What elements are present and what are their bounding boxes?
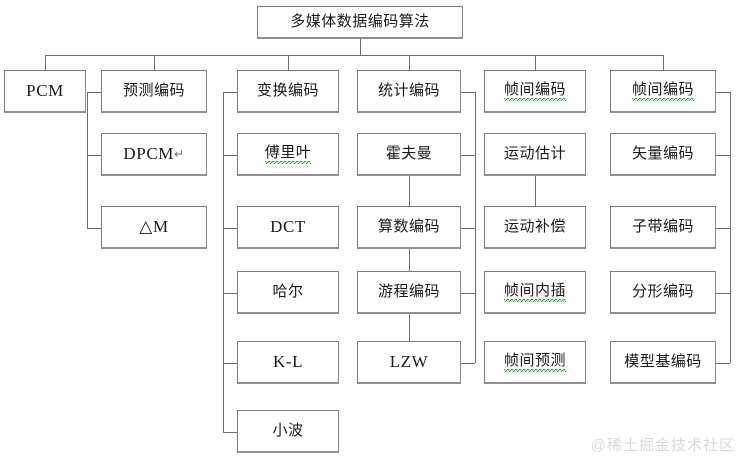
spine-stub-1-1 (87, 154, 101, 156)
col-pcm-item-0-label: PCM (26, 81, 64, 100)
paragraph-mark-icon: ↵ (174, 147, 185, 161)
col-statistical-coding-item-4[interactable]: LZW (357, 341, 461, 384)
col-statistical-coding-item-1[interactable]: 霍夫曼 (357, 133, 461, 176)
column-spine-5 (730, 91, 731, 363)
col-transform-coding-item-3-label: 哈尔 (272, 283, 304, 300)
col-predictive-coding-item-2[interactable]: △M (101, 206, 207, 249)
root-node: 多媒体数据编码算法 (257, 6, 463, 39)
spine-stub-1-2 (87, 227, 101, 229)
column-drop-2 (288, 55, 289, 70)
col-interframe-coding-b-item-4-label: 模型基编码 (624, 353, 702, 370)
col-transform-coding-item-0[interactable]: 变换编码 (237, 70, 339, 113)
spine-stub-3-4 (461, 362, 475, 364)
center-link-3-3 (409, 314, 410, 341)
column-spine-1 (87, 91, 88, 228)
center-link-3-2 (409, 249, 410, 271)
col-statistical-coding-item-3[interactable]: 游程编码 (357, 271, 461, 314)
spine-stub-2-4 (223, 362, 237, 364)
col-interframe-coding-b-item-1-label: 矢量编码 (631, 145, 694, 162)
column-spine-3 (475, 91, 476, 363)
col-predictive-coding-item-0-label: 预测编码 (122, 82, 185, 99)
col-interframe-coding-a-item-2[interactable]: 运动补偿 (484, 206, 586, 249)
col-statistical-coding-item-0[interactable]: 统计编码 (357, 70, 461, 113)
spine-stub-2-0 (223, 91, 237, 93)
col-interframe-coding-a-item-4[interactable]: 帧间预测 (484, 341, 586, 384)
col-transform-coding-item-1-label: 傅里叶 (264, 144, 312, 164)
col-transform-coding-item-2-label: DCT (270, 217, 306, 236)
col-interframe-coding-a-item-0-label: 帧间编码 (503, 81, 566, 101)
col-statistical-coding-item-2[interactable]: 算数编码 (357, 206, 461, 249)
col-interframe-coding-b-item-3[interactable]: 分形编码 (610, 271, 716, 314)
col-interframe-coding-b-item-2[interactable]: 子带编码 (610, 206, 716, 249)
column-drop-4 (535, 55, 536, 70)
column-drop-0 (45, 55, 46, 70)
col-predictive-coding-item-1-label: DPCM (123, 144, 175, 163)
col-transform-coding-item-5[interactable]: 小波 (237, 410, 339, 453)
spine-stub-3-3 (461, 292, 475, 294)
col-interframe-coding-a-item-3[interactable]: 帧间内插 (484, 271, 586, 314)
col-transform-coding-item-5-label: 小波 (272, 422, 304, 439)
spine-stub-3-2 (461, 227, 475, 229)
center-link-3-1 (409, 176, 410, 206)
spine-stub-5-1 (716, 154, 730, 156)
trunk-line (45, 55, 663, 56)
col-interframe-coding-a-item-4-label: 帧间预测 (503, 352, 566, 372)
spine-stub-2-3 (223, 292, 237, 294)
col-interframe-coding-b-item-2-label: 子带编码 (631, 218, 694, 235)
col-interframe-coding-a-item-1-label: 运动估计 (503, 145, 566, 162)
spine-stub-5-4 (716, 362, 730, 364)
col-statistical-coding-item-4-label: LZW (389, 352, 429, 371)
spine-stub-2-1 (223, 154, 237, 156)
center-link-4-1 (535, 176, 536, 206)
col-transform-coding-item-4[interactable]: K-L (237, 341, 339, 384)
spine-stub-5-0 (716, 91, 730, 93)
col-transform-coding-item-2[interactable]: DCT (237, 206, 339, 249)
col-interframe-coding-b-item-3-label: 分形编码 (631, 283, 694, 300)
col-statistical-coding-item-1-label: 霍夫曼 (385, 145, 433, 162)
col-interframe-coding-b-item-0[interactable]: 帧间编码 (610, 70, 716, 113)
col-transform-coding-item-0-label: 变换编码 (256, 82, 319, 99)
spine-stub-2-2 (223, 227, 237, 229)
col-statistical-coding-item-0-label: 统计编码 (377, 82, 440, 99)
col-interframe-coding-a-item-3-label: 帧间内插 (503, 282, 566, 302)
col-transform-coding-item-1[interactable]: 傅里叶 (237, 133, 339, 176)
spine-stub-1-0 (87, 91, 101, 93)
col-predictive-coding-item-1[interactable]: DPCM↵ (101, 133, 207, 176)
col-interframe-coding-a-item-1[interactable]: 运动估计 (484, 133, 586, 176)
col-statistical-coding-item-3-label: 游程编码 (377, 283, 440, 300)
spine-stub-3-0 (461, 91, 475, 93)
column-spine-2 (223, 91, 224, 432)
col-interframe-coding-b-item-4[interactable]: 模型基编码 (610, 341, 716, 384)
col-transform-coding-item-3[interactable]: 哈尔 (237, 271, 339, 314)
spine-stub-5-2 (716, 227, 730, 229)
root-stem (360, 39, 361, 55)
column-drop-3 (409, 55, 410, 70)
spine-stub-2-5 (223, 431, 237, 433)
col-interframe-coding-b-item-1[interactable]: 矢量编码 (610, 133, 716, 176)
col-interframe-coding-a-item-2-label: 运动补偿 (503, 218, 566, 235)
root-node-label: 多媒体数据编码算法 (290, 13, 430, 30)
col-interframe-coding-a-item-0[interactable]: 帧间编码 (484, 70, 586, 113)
column-drop-5 (663, 55, 664, 70)
col-pcm-item-0[interactable]: PCM (4, 70, 86, 113)
watermark: @稀土掘金技术社区 (590, 437, 735, 454)
col-predictive-coding-item-2-label: △M (139, 217, 169, 236)
col-statistical-coding-item-2-label: 算数编码 (377, 218, 440, 235)
spine-stub-3-1 (461, 154, 475, 156)
spine-stub-5-3 (716, 292, 730, 294)
col-transform-coding-item-4-label: K-L (272, 352, 304, 371)
col-predictive-coding-item-0[interactable]: 预测编码 (101, 70, 207, 113)
col-interframe-coding-b-item-0-label: 帧间编码 (631, 81, 694, 101)
column-drop-1 (154, 55, 155, 70)
